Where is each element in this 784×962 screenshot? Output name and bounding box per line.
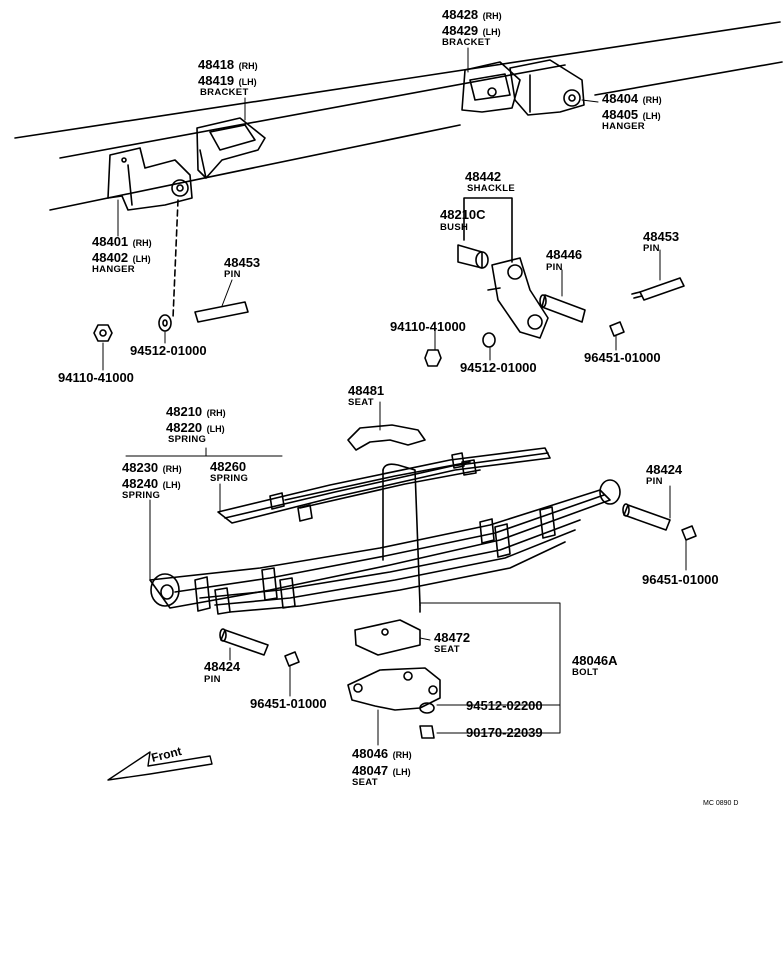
main-spring-part bbox=[149, 479, 621, 615]
label-48424-front: 48424 bbox=[204, 659, 241, 674]
label-48220: 48220 (LH) bbox=[166, 420, 225, 435]
rear-spring-pin-part bbox=[622, 503, 671, 531]
u-bolt-part bbox=[382, 463, 421, 613]
label-hanger-rear-name: HANGER bbox=[602, 121, 645, 132]
nut-left-part bbox=[93, 324, 113, 342]
label-48230: 48230 (RH) bbox=[122, 460, 182, 475]
label-grease-spring-front: 96451-01000 bbox=[250, 696, 327, 711]
nut-shackle-part bbox=[424, 349, 442, 367]
label-48210c: 48210C bbox=[440, 207, 486, 222]
label-seat-low-name: SEAT bbox=[352, 777, 378, 788]
label-bracket-front-name: BRACKET bbox=[200, 87, 249, 98]
front-spring-pin-part bbox=[219, 628, 269, 656]
washer-bolt-part bbox=[419, 702, 435, 714]
front-hanger-part bbox=[107, 147, 193, 211]
label-48428: 48428 (RH) bbox=[442, 7, 502, 22]
label-spring-main-name: SPRING bbox=[168, 434, 207, 445]
front-threaded-pin-part bbox=[194, 301, 249, 323]
label-pin-rear-name: PIN bbox=[643, 243, 660, 254]
rear-threaded-pin-part bbox=[631, 277, 685, 301]
front-bracket-part bbox=[196, 117, 266, 179]
rear-bracket-part bbox=[461, 61, 521, 113]
label-grease-spring-rear: 96451-01000 bbox=[642, 572, 719, 587]
catalog-code: MC 0890 D bbox=[703, 800, 739, 807]
label-48047: 48047 (LH) bbox=[352, 763, 411, 778]
shackle-part bbox=[487, 257, 549, 339]
label-seat-mid-name: SEAT bbox=[434, 644, 460, 655]
hanger-bolt-dash-line bbox=[172, 199, 179, 319]
label-nut-left: 94110-41000 bbox=[58, 370, 134, 385]
label-spring-helper-name: SPRING bbox=[210, 473, 249, 484]
helper-spring-part bbox=[217, 447, 551, 524]
label-washer-bolt: 94512-02200 bbox=[466, 698, 543, 713]
shackle-pin-part bbox=[539, 294, 586, 323]
front-direction-arrow bbox=[107, 751, 213, 781]
label-bolt-name: BOLT bbox=[572, 667, 599, 678]
label-48453-front: 48453 bbox=[224, 255, 261, 270]
label-pin-front-name: PIN bbox=[224, 269, 241, 280]
rear-hanger-part bbox=[509, 59, 585, 116]
label-48429: 48429 (LH) bbox=[442, 23, 501, 38]
label-48481: 48481 bbox=[348, 383, 385, 398]
label-48472: 48472 bbox=[434, 630, 471, 645]
label-shackle-name: SHACKLE bbox=[467, 183, 516, 194]
label-spring-alt-name: SPRING bbox=[122, 490, 161, 501]
grease-fitting-shackle-part bbox=[609, 321, 625, 337]
label-grease-shackle: 96451-01000 bbox=[584, 350, 661, 365]
label-48260: 48260 bbox=[210, 459, 247, 474]
label-nut-shackle: 94110-41000 bbox=[390, 319, 466, 334]
label-48446: 48446 bbox=[546, 247, 583, 262]
label-48424-rear: 48424 bbox=[646, 462, 683, 477]
leader-lines bbox=[102, 47, 687, 746]
label-48240: 48240 (LH) bbox=[122, 476, 181, 491]
label-48442: 48442 bbox=[465, 169, 502, 184]
label-48210: 48210 (RH) bbox=[166, 404, 226, 419]
label-48418: 48418 (RH) bbox=[198, 57, 258, 72]
label-seat-top-name: SEAT bbox=[348, 397, 374, 408]
frame-rail-top-edge bbox=[14, 21, 781, 139]
label-48402: 48402 (LH) bbox=[92, 250, 151, 265]
label-48401: 48401 (RH) bbox=[92, 234, 152, 249]
label-48046: 48046 (RH) bbox=[352, 746, 412, 761]
label-48453-rear: 48453 bbox=[643, 229, 680, 244]
bush-part bbox=[457, 244, 489, 269]
washer-shackle-part bbox=[482, 332, 496, 348]
grease-fitting-front-part bbox=[284, 651, 300, 667]
label-nut-bolt: 90170-22039 bbox=[466, 725, 543, 740]
washer-left-part bbox=[158, 314, 172, 332]
label-hanger-front-name: HANGER bbox=[92, 264, 135, 275]
label-washer-shackle: 94512-01000 bbox=[460, 360, 537, 375]
grease-fitting-rear-part bbox=[681, 525, 697, 541]
label-pin-shackle-name: PIN bbox=[546, 262, 563, 273]
label-48046a: 48046A bbox=[572, 653, 618, 668]
label-washer-left: 94512-01000 bbox=[130, 343, 207, 358]
frame-rail-rear-edge bbox=[594, 61, 783, 96]
label-bracket-rear-name: BRACKET bbox=[442, 37, 491, 48]
label-pin-spring-rear-name: PIN bbox=[646, 476, 663, 487]
label-pin-spring-front-name: PIN bbox=[204, 674, 221, 685]
label-48419: 48419 (LH) bbox=[198, 73, 257, 88]
center-seat-part bbox=[354, 619, 421, 656]
top-seat-part bbox=[347, 424, 426, 451]
frame-rail-upper-edge bbox=[59, 64, 566, 159]
label-bush-name: BUSH bbox=[440, 222, 469, 233]
shackle-leader-bracket bbox=[463, 197, 513, 263]
label-48405: 48405 (LH) bbox=[602, 107, 661, 122]
nut-bolt-part bbox=[419, 725, 435, 739]
label-48404: 48404 (RH) bbox=[602, 91, 662, 106]
